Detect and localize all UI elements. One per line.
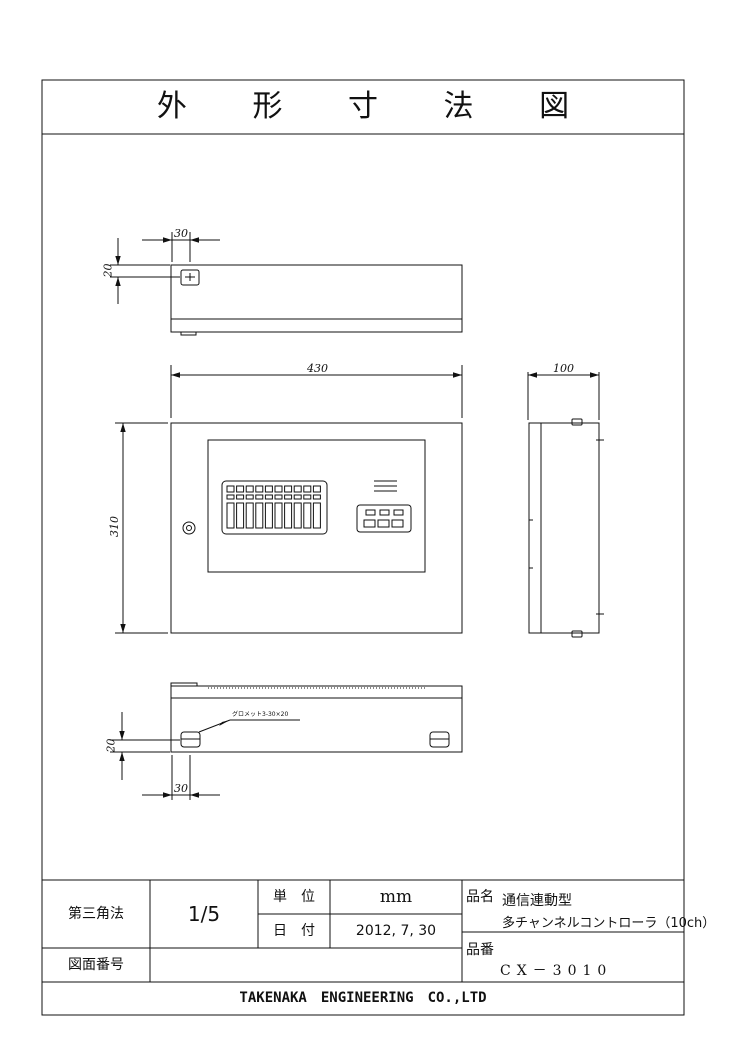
control-keypad xyxy=(356,504,412,533)
channel-switch xyxy=(226,502,235,529)
key-lock-icon xyxy=(182,521,196,535)
channel-led xyxy=(293,494,302,500)
channel-led xyxy=(264,494,273,500)
side-view xyxy=(527,372,604,638)
channel-led xyxy=(255,494,264,500)
channel-switch xyxy=(236,502,245,529)
channel-panel xyxy=(221,480,328,535)
dim-bottom-height: 20 xyxy=(104,738,118,753)
channel-indicator xyxy=(264,485,273,493)
channel-indicator xyxy=(303,485,312,493)
channel-indicator xyxy=(226,485,235,493)
front-view xyxy=(115,365,463,634)
scale-value: 1/5 xyxy=(187,902,221,926)
grommet-note: グロメット3-30×20 xyxy=(232,711,289,718)
channel-led xyxy=(284,494,293,500)
bottom-view xyxy=(110,682,463,800)
drawing-title: 外 形 寸 法 図 xyxy=(156,89,598,124)
channel-led xyxy=(303,494,312,500)
channel-led xyxy=(312,494,321,500)
unit-value: mm xyxy=(379,887,413,907)
channel-led xyxy=(245,494,254,500)
channel-indicator xyxy=(284,485,293,493)
top-grommet xyxy=(180,269,200,286)
channel-indicator xyxy=(274,485,283,493)
projection-label: 第三角法 xyxy=(68,906,124,922)
dim-bottom-width: 30 xyxy=(174,782,188,795)
dim-width: 430 xyxy=(307,362,328,375)
drawing-number-label: 図面番号 xyxy=(68,957,124,973)
date-value: 2012, 7, 30 xyxy=(355,923,437,939)
channel-indicator xyxy=(245,485,254,493)
channel-switch xyxy=(303,502,312,529)
channel-switch xyxy=(312,502,321,529)
channel-switch xyxy=(255,502,264,529)
front-window xyxy=(207,439,426,573)
channel-switch xyxy=(264,502,273,529)
dim-top-width: 30 xyxy=(174,227,188,240)
title-block-lines xyxy=(42,879,684,983)
sheet-border xyxy=(41,79,685,1016)
channel-indicator xyxy=(293,485,302,493)
channel-indicator xyxy=(312,485,321,493)
date-label: 日 付 xyxy=(273,923,315,939)
company-name: TAKENAKA ENGINEERING CO.,LTD xyxy=(239,990,487,1006)
channel-led xyxy=(236,494,245,500)
channel-switch xyxy=(245,502,254,529)
product-name-label: 品名 xyxy=(466,889,494,905)
product-name-line1: 通信連動型 xyxy=(502,893,572,909)
channel-switch xyxy=(284,502,293,529)
dim-depth: 100 xyxy=(553,362,574,375)
channel-switch xyxy=(274,502,283,529)
unit-label: 単 位 xyxy=(273,889,315,905)
top-view xyxy=(110,232,463,336)
dim-top-height: 20 xyxy=(101,263,115,278)
channel-switch xyxy=(293,502,302,529)
channel-indicator xyxy=(255,485,264,493)
channel-indicator xyxy=(236,485,245,493)
product-name-line2: 多チャンネルコントローラ（10ch） xyxy=(502,916,716,931)
product-number-value: CX－3010 xyxy=(500,963,613,979)
channel-led xyxy=(274,494,283,500)
product-number-label: 品番 xyxy=(466,942,494,958)
dim-height: 310 xyxy=(108,516,121,537)
channel-led xyxy=(226,494,235,500)
